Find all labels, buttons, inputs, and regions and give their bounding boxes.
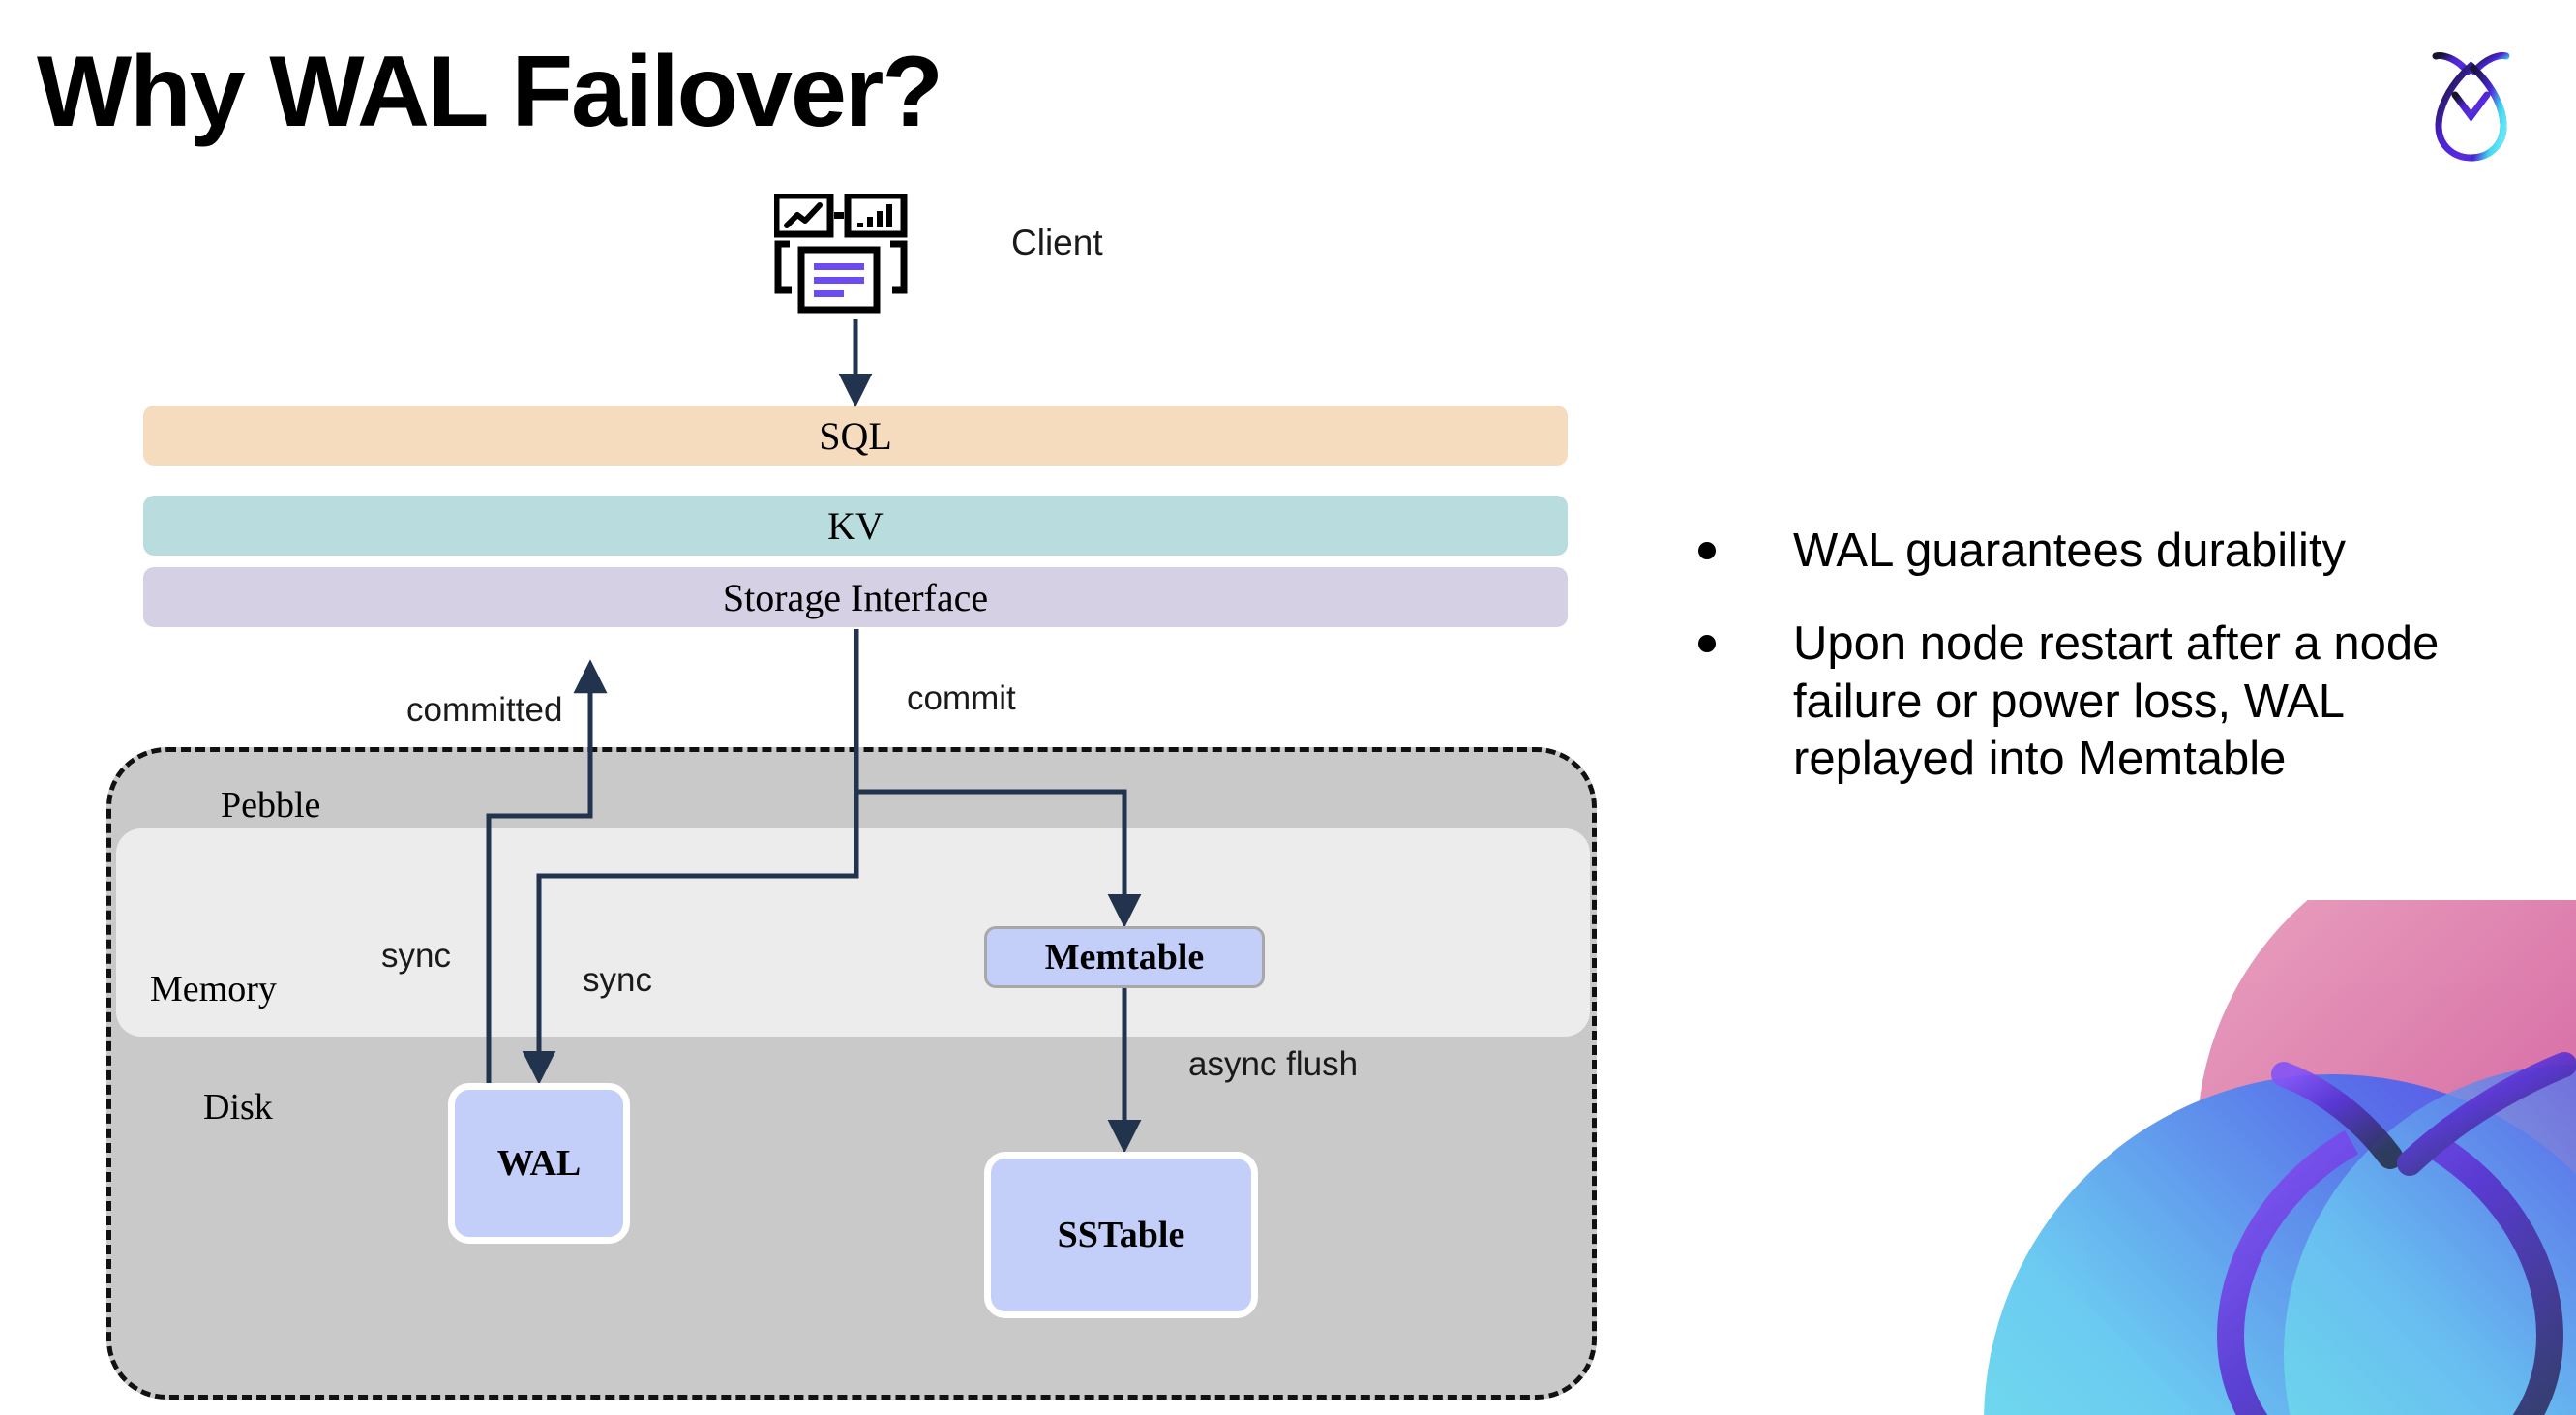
layer-label-sql: SQL (819, 413, 892, 458)
node-memtable[interactable]: Memtable (984, 926, 1265, 988)
list-item: Upon node restart after a node failure o… (1698, 616, 2501, 789)
node-wal-label: WAL (496, 1143, 582, 1184)
list-item: WAL guarantees durability (1698, 523, 2501, 581)
bullet-list: WAL guarantees durability Upon node rest… (1698, 523, 2501, 824)
layer-bar-kv[interactable]: KV (143, 496, 1568, 556)
disk-region-label: Disk (203, 1087, 273, 1128)
node-wal[interactable]: WAL (448, 1083, 630, 1244)
bullet-text: WAL guarantees durability (1793, 525, 2347, 577)
layer-bar-sql[interactable]: SQL (143, 406, 1568, 466)
client-label: Client (1011, 223, 1103, 262)
edge-label-sync-2: sync (583, 961, 652, 999)
node-memtable-label: Memtable (1044, 937, 1205, 978)
cockroachdb-logo-icon (2398, 31, 2541, 174)
layer-label-kv: KV (827, 503, 884, 548)
bullet-text: Upon node restart after a node failure o… (1793, 617, 2440, 786)
edge-label-async-flush: async flush (1188, 1045, 1359, 1083)
edge-label-sync-1: sync (381, 937, 451, 975)
client-dashboard-icon (772, 192, 929, 317)
pebble-label: Pebble (221, 785, 321, 826)
bullet-dot-icon (1698, 634, 1716, 652)
decorative-circles-graphic (1897, 900, 2576, 1415)
page-title: Why WAL Failover? (37, 36, 944, 148)
layer-bar-storage-interface[interactable]: Storage Interface (143, 567, 1568, 627)
memory-region-label: Memory (150, 969, 277, 1009)
memory-region (116, 828, 1590, 1037)
node-sstable[interactable]: SSTable (984, 1152, 1258, 1318)
node-sstable-label: SSTable (1057, 1215, 1185, 1255)
edge-label-commit: commit (907, 679, 1016, 717)
edge-label-committed: committed (406, 691, 563, 729)
bullet-dot-icon (1698, 542, 1716, 559)
layer-label-storage: Storage Interface (722, 575, 989, 619)
